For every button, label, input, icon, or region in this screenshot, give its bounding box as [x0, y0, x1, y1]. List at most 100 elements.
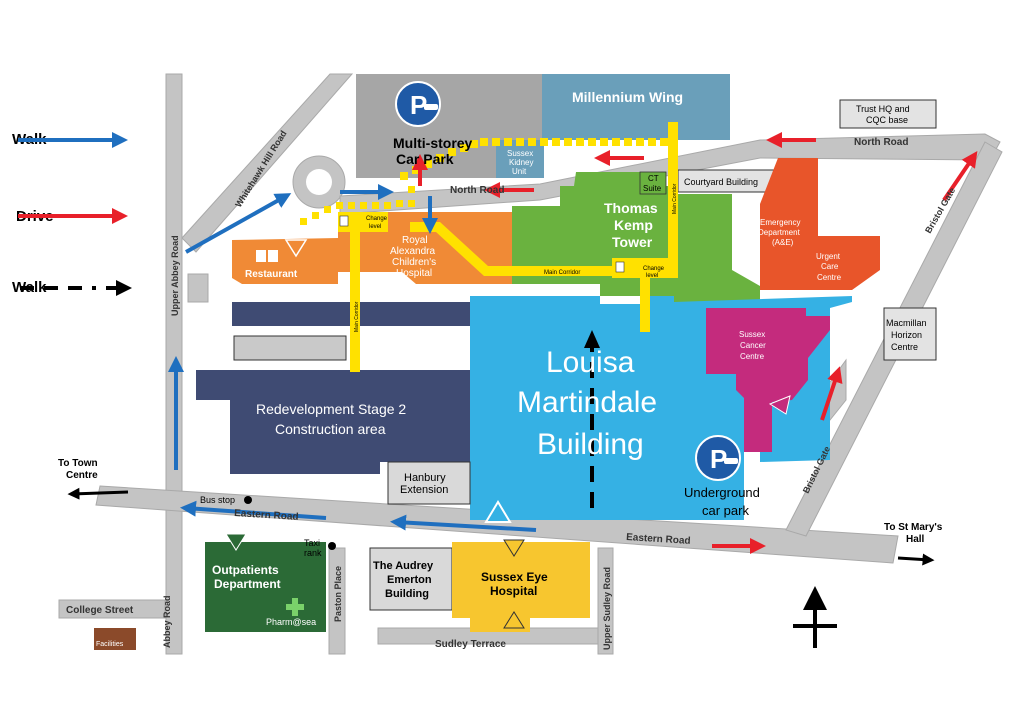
car-icon	[424, 104, 438, 110]
sussex-eye-label-1: Sussex Eye	[481, 570, 548, 584]
urgent-care-label-1: Urgent	[816, 252, 841, 261]
macmillan-horizon-centre	[883, 307, 937, 361]
urgent-care-label-2: Care	[821, 262, 839, 271]
paston-place-label: Paston Place	[333, 566, 343, 622]
eastern-road-west-label: Eastern Road	[234, 508, 299, 523]
underground-label-2: car park	[702, 503, 749, 518]
courtyard-building-label: Courtyard Building	[684, 177, 758, 187]
louisa-label-2: Martindale	[517, 386, 657, 419]
emergency-department	[760, 158, 880, 290]
facilities-building	[94, 628, 136, 650]
sudley-terrace-label: Sudley Terrace	[435, 639, 506, 650]
redevelopment-stage-2	[196, 370, 470, 474]
outpatients-label-2: Department	[214, 577, 281, 591]
audrey-emerton-building	[369, 547, 453, 611]
trust-hq-label-2: CQC base	[866, 115, 908, 125]
svg-text:P: P	[710, 444, 727, 474]
toilet-icon	[256, 215, 625, 273]
emergency-label-2: Department	[758, 228, 801, 237]
walk-arrow-eastern-road-mid	[390, 514, 537, 532]
taxi-rank-label-2: rank	[304, 548, 322, 558]
sussex-kidney-label-2: Kidney	[509, 158, 533, 167]
college-street-label: College Street	[66, 605, 134, 616]
north-road-east-label: North Road	[854, 137, 908, 148]
multi-storey-label-1: Multi-storey	[393, 135, 473, 151]
ct-suite	[639, 171, 667, 195]
drive-arrow-bristol-gate-n	[942, 151, 978, 202]
upper-abbey-road-label: Upper Abbey Road	[170, 235, 180, 316]
entrance-triangle-icon	[225, 239, 791, 629]
thomas-kemp-label-1: Thomas	[604, 200, 658, 216]
cancer-centre-label-1: Sussex	[739, 330, 765, 339]
change-level-1-label-1: Change	[366, 216, 388, 222]
to-st-marys-label-2: Hall	[906, 534, 925, 545]
urgent-care-label-3: Centre	[817, 273, 842, 282]
upper-sudley-road-label: Upper Sudley Road	[602, 567, 612, 650]
thomas-kemp-label-2: Kemp	[614, 217, 653, 233]
sussex-kidney-unit	[496, 140, 544, 178]
emergency-label-1: Emergency	[760, 218, 800, 227]
audrey-emerton-label-1: The Audrey	[373, 560, 434, 572]
change-level-box-1	[338, 212, 388, 232]
main-corridor-vertical	[350, 212, 360, 372]
cafe-icon	[268, 250, 278, 262]
eastern-road-east-label: Eastern Road	[626, 532, 691, 547]
trust-hq-label-1: Trust HQ and	[856, 104, 910, 114]
restaurant-label: Restaurant	[245, 269, 298, 280]
ct-suite-label-2: Suite	[643, 184, 662, 193]
walk-arrow-to-roundabout	[185, 193, 292, 254]
taxi-rank-label-1: Taxi	[304, 538, 320, 548]
to-st-marys-arrow	[897, 553, 935, 566]
underground-label-1: Underground	[684, 485, 760, 500]
louisa-label-1: Louisa	[546, 346, 635, 379]
audrey-emerton-label-2: Emerton	[387, 574, 432, 586]
svg-text:P: P	[410, 90, 427, 120]
dashed-walk-routes	[20, 280, 935, 566]
change-level-1-label-2: level	[369, 224, 381, 230]
to-st-marys-label-1: To St Mary's	[884, 522, 943, 533]
parking-icon: P	[695, 435, 741, 481]
upper-sudley-road-shape	[597, 547, 614, 655]
college-street-shape	[58, 599, 166, 619]
hanbury-label-2: Extension	[400, 484, 448, 496]
to-town-label-1: To Town	[58, 458, 98, 469]
dashed-walk-louisa-head	[584, 330, 600, 348]
change-level-2-label-2: level	[646, 273, 658, 279]
royal-alex-label-3: Children's	[392, 257, 436, 268]
bus-stop-label: Bus stop	[200, 495, 235, 505]
multi-storey-label-2: Car Park	[396, 151, 454, 167]
millennium-wing-label: Millennium Wing	[572, 89, 683, 105]
walk-arrow-eastern-road-w	[180, 500, 327, 520]
to-town-label-2: Centre	[66, 470, 98, 481]
taxi-rank-marker	[328, 542, 336, 550]
redevelopment-label-1: Redevelopment Stage 2	[256, 401, 406, 417]
side-road-shape	[187, 273, 209, 303]
sussex-eye-hospital	[452, 542, 590, 632]
redevelopment-block-grey	[233, 335, 347, 361]
cancer-centre-label-2: Cancer	[740, 341, 766, 350]
to-town-arrow	[67, 487, 129, 500]
roundabout-centre	[306, 169, 332, 195]
cancer-centre-label-3: Centre	[740, 352, 765, 361]
main-corridor-vertical-label: Main Corridor	[354, 301, 360, 332]
parking-icon: P	[395, 81, 441, 127]
restaurant-building	[232, 238, 338, 284]
audrey-emerton-label-3: Building	[385, 588, 429, 600]
emergency-label-3: (A&E)	[772, 238, 794, 247]
macmillan-label-3: Centre	[891, 342, 918, 352]
outpatients-label-1: Outpatients	[212, 563, 279, 577]
main-corridor-horizontal-label: Main Corridor	[544, 270, 580, 276]
north-arrow-icon	[793, 586, 837, 648]
yellow-walkway-dots	[300, 138, 668, 225]
drive-arrow-to-cancer-centre	[820, 366, 843, 421]
sussex-kidney-label-3: Unit	[512, 167, 527, 176]
macmillan-label-1: Macmillan	[886, 318, 927, 328]
trust-hq-building	[839, 99, 937, 129]
north-road-label: North Road	[450, 185, 504, 196]
sussex-kidney-label-1: Sussex	[507, 149, 533, 158]
facilities-label: Facilities	[96, 641, 124, 648]
royal-alex-label-2: Alexandra	[390, 246, 435, 257]
hanbury-label-1: Hanbury	[404, 472, 446, 484]
